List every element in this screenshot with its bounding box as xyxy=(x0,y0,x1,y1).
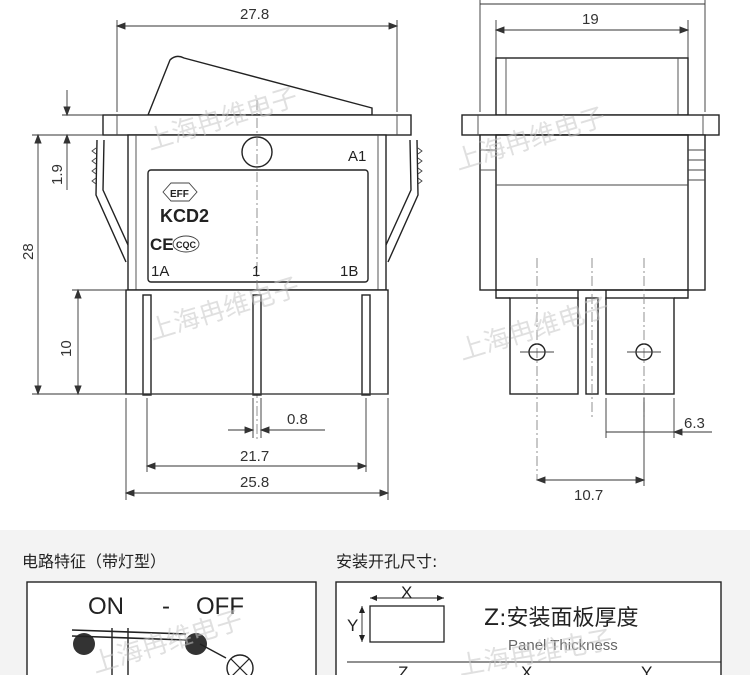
side-terminal-left xyxy=(509,297,579,395)
terminal-1 xyxy=(252,294,262,396)
table-y-header: Y xyxy=(641,663,652,675)
mounting-title: 安装开孔尺寸: xyxy=(336,552,438,571)
pin-1b-label: 1B xyxy=(340,263,358,280)
circuit-dash: - xyxy=(162,593,170,620)
side-view: 19 6.3 xyxy=(461,0,720,504)
terminal-1b xyxy=(361,294,371,396)
right-snap-clip xyxy=(387,139,419,263)
lamp-symbol xyxy=(226,654,254,675)
dim-terminal-pitch: 10.7 xyxy=(574,487,603,504)
dim-height-total: 28 xyxy=(20,243,37,260)
left-snap-clip xyxy=(95,139,127,263)
lower-drawings: ON - OFF X Y Z:安装面板厚度 Panel Thickness Z … xyxy=(26,581,722,675)
front-view: EFF KCD2 CE CQC A1 1A 1 1B 27.8 1.9 2 xyxy=(20,6,423,500)
brand-mark: EFF xyxy=(170,189,189,200)
dim-width-overall: 27.8 xyxy=(240,6,269,23)
cqc-mark: CQC xyxy=(176,240,197,250)
rocker-actuator xyxy=(146,55,373,116)
dim-terminal-span: 21.7 xyxy=(240,448,269,465)
side-actuator xyxy=(495,57,689,116)
dim-base-width: 25.8 xyxy=(240,474,269,491)
model-label: KCD2 xyxy=(160,206,209,226)
cutout-rectangle xyxy=(369,605,445,643)
table-z-header: Z xyxy=(398,663,408,675)
cqc-seal xyxy=(172,235,200,253)
pin-1-label: 1 xyxy=(252,263,260,280)
cutout-y-label: Y xyxy=(347,616,358,635)
mounting-diagram: X Y Z:安装面板厚度 Panel Thickness Z X Y xyxy=(335,581,722,675)
pin-1a-label: 1A xyxy=(151,263,169,280)
dim-terminal-thickness: 0.8 xyxy=(287,411,308,428)
technical-drawing: EFF KCD2 CE CQC A1 1A 1 1B 27.8 1.9 2 xyxy=(20,0,720,504)
contact-right xyxy=(185,633,207,655)
circuit-off-label: OFF xyxy=(196,593,244,620)
brand-logo: EFF xyxy=(162,182,198,202)
dim-width-body: 19 xyxy=(582,11,599,28)
terminal-1a xyxy=(142,294,152,396)
cutout-x-label: X xyxy=(401,583,412,602)
ce-mark: CE xyxy=(150,235,174,254)
contact-left xyxy=(73,633,95,655)
side-terminal-right xyxy=(605,297,675,395)
dim-terminal-width: 6.3 xyxy=(684,415,705,432)
panel-thickness-title: Z:安装面板厚度 xyxy=(484,606,638,631)
panel-thickness-subtitle: Panel Thickness xyxy=(508,637,618,654)
dim-height-terminal: 10 xyxy=(58,340,75,357)
switch-base xyxy=(125,289,389,395)
dim-height-lip: 1.9 xyxy=(49,164,66,185)
label-plate xyxy=(147,169,369,283)
circuit-title: 电路特征（带灯型） xyxy=(22,552,167,571)
circuit-diagram: ON - OFF xyxy=(26,581,317,675)
circuit-on-label: ON xyxy=(88,593,124,620)
table-x-header: X xyxy=(521,663,532,675)
pin-a1-label: A1 xyxy=(348,148,366,165)
